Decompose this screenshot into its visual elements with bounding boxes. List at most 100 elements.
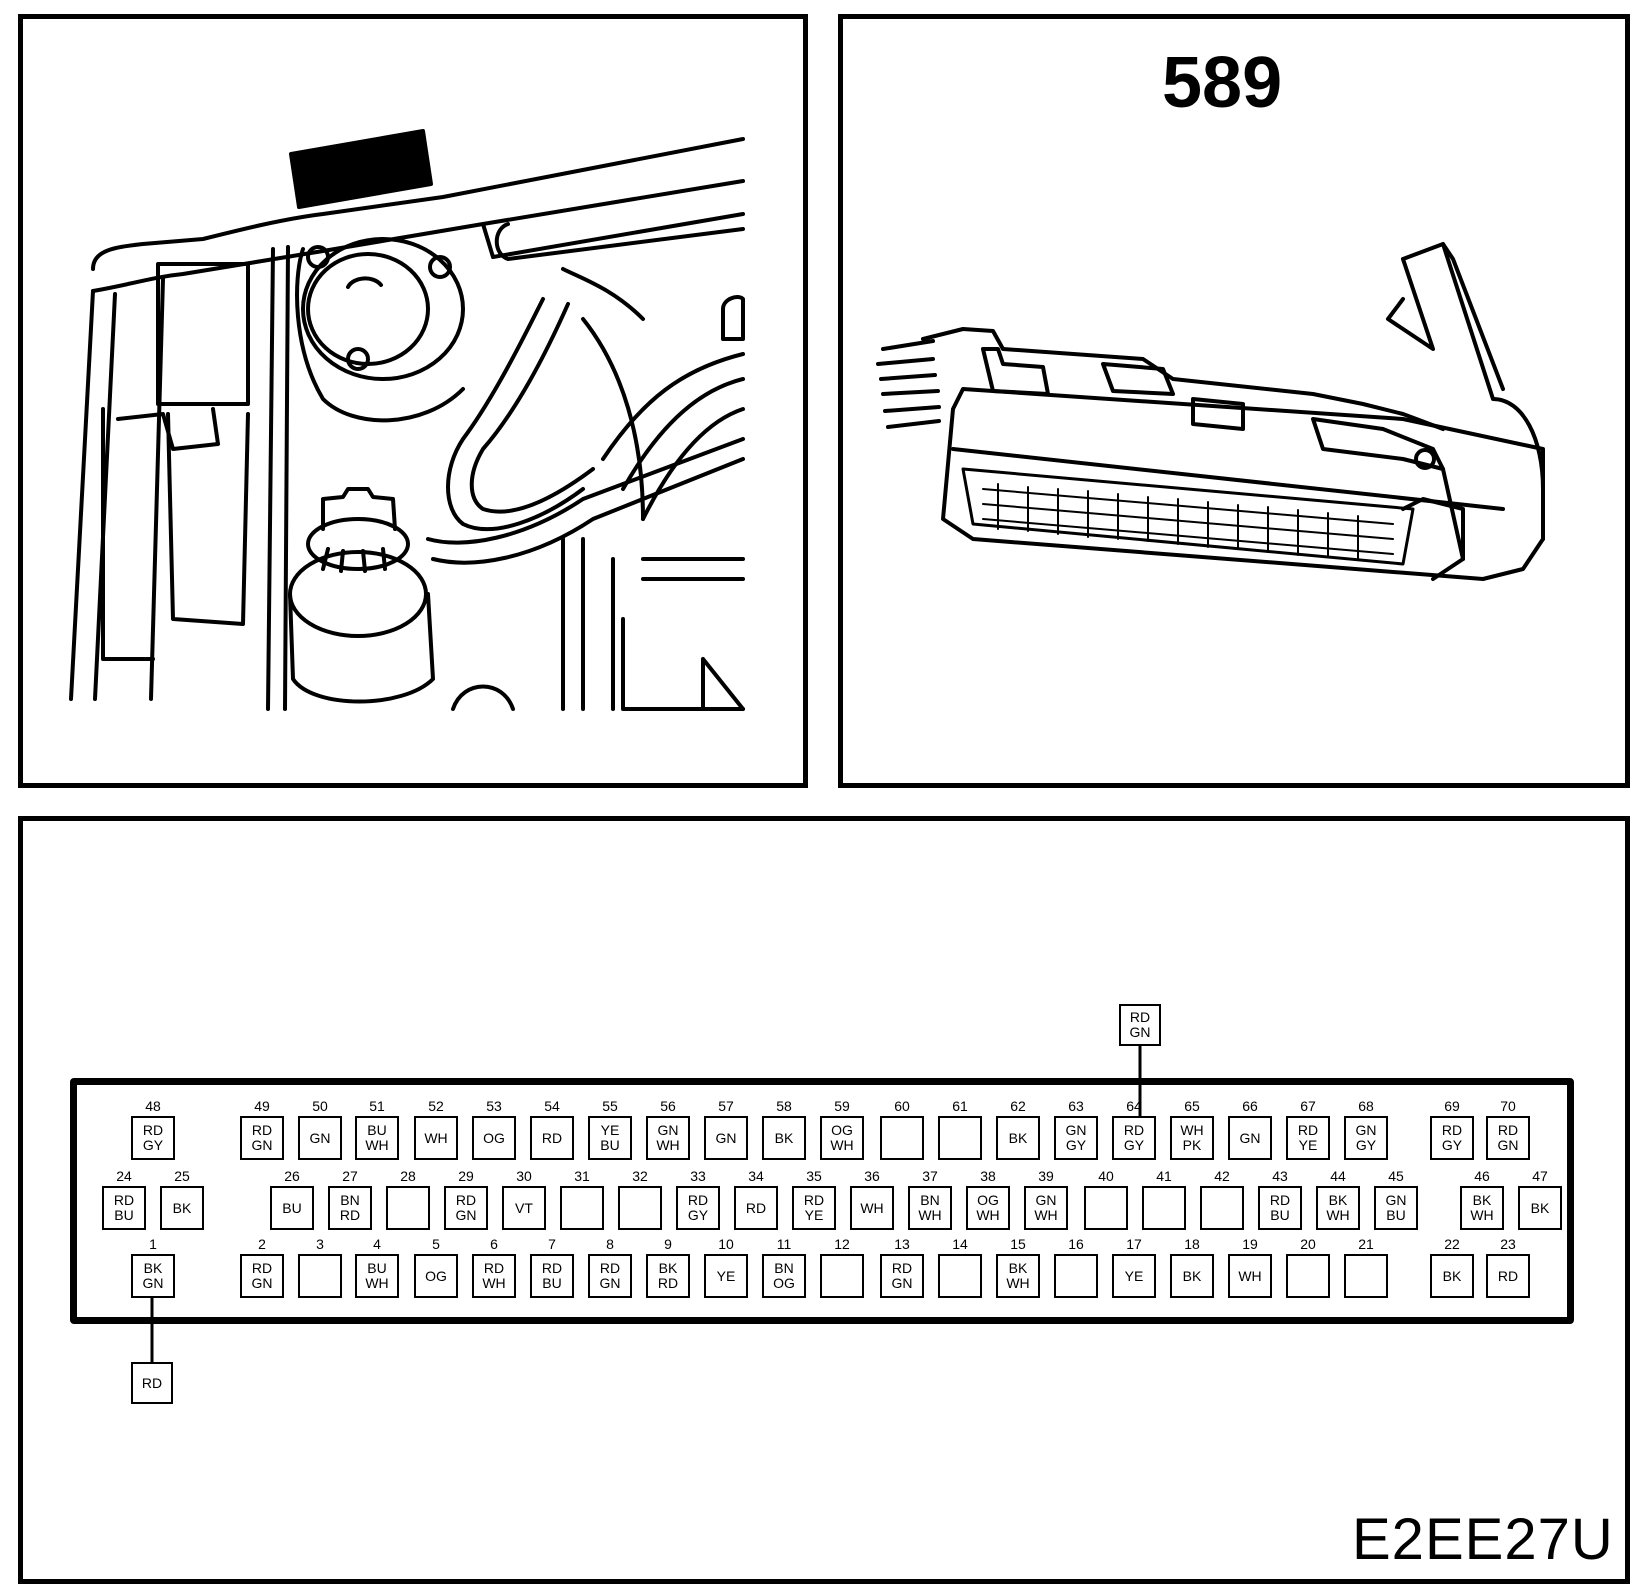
pin-43-wire-color: BU — [1270, 1207, 1290, 1223]
pin-17: YE — [1112, 1254, 1156, 1298]
pin-number-17: 17 — [1126, 1236, 1142, 1252]
pin-number-8: 8 — [606, 1236, 614, 1252]
pin-number-50: 50 — [312, 1098, 328, 1114]
pin-36: WH — [850, 1186, 894, 1230]
pin-42 — [1200, 1186, 1244, 1230]
pin-number-1: 1 — [149, 1236, 157, 1252]
pin-number-39: 39 — [1038, 1168, 1054, 1184]
pin-70-wire-color: GN — [1497, 1137, 1519, 1153]
pin-number-60: 60 — [894, 1098, 910, 1114]
pin-17-wire-color: YE — [1124, 1267, 1144, 1284]
pin-25: BK — [160, 1186, 204, 1230]
pin-64-wire-color: GY — [1123, 1137, 1145, 1153]
pin-24-wire-color: BU — [114, 1207, 134, 1223]
pin-66-wire-color: GN — [1239, 1129, 1261, 1146]
pin-4-wire-color: BU — [367, 1260, 387, 1276]
pin-5: OG — [414, 1254, 458, 1298]
pin-2-wire-color: RD — [251, 1260, 273, 1276]
pin-13-wire-color: GN — [891, 1275, 913, 1291]
pin-66: GN — [1228, 1116, 1272, 1160]
pin-number-22: 22 — [1444, 1236, 1460, 1252]
pin-number-65: 65 — [1184, 1098, 1200, 1114]
pin-3 — [298, 1254, 342, 1298]
pin-62: BK — [996, 1116, 1040, 1160]
pin-number-19: 19 — [1242, 1236, 1258, 1252]
pin-5-wire-color: OG — [425, 1267, 447, 1284]
pin-number-58: 58 — [776, 1098, 792, 1114]
pin-64-wire-color: RD — [1123, 1122, 1145, 1138]
pin-number-66: 66 — [1242, 1098, 1258, 1114]
pin-47: BK — [1518, 1186, 1562, 1230]
pin-number-24: 24 — [116, 1168, 132, 1184]
pin-number-46: 46 — [1474, 1168, 1490, 1184]
pin-15-wire-color: WH — [1006, 1275, 1030, 1291]
pin-number-31: 31 — [574, 1168, 590, 1184]
pin-9-wire-color: RD — [657, 1275, 679, 1291]
pin-69-wire-color: RD — [1441, 1122, 1463, 1138]
pin-number-35: 35 — [806, 1168, 822, 1184]
pin-21 — [1344, 1254, 1388, 1298]
pin-26: BU — [270, 1186, 314, 1230]
pin-25-wire-color: BK — [172, 1199, 192, 1216]
pin-number-38: 38 — [980, 1168, 996, 1184]
pin-33-wire-color: RD — [687, 1192, 709, 1208]
pin-4-wire-color: WH — [365, 1275, 389, 1291]
pin-58: BK — [762, 1116, 806, 1160]
pin-57-wire-color: GN — [715, 1129, 737, 1146]
pin-number-20: 20 — [1300, 1236, 1316, 1252]
pin-22: BK — [1430, 1254, 1474, 1298]
pin-18-wire-color: BK — [1182, 1267, 1202, 1284]
pin-number-67: 67 — [1300, 1098, 1316, 1114]
pin-46-wire-color: BK — [1472, 1192, 1492, 1208]
pin-52: WH — [414, 1116, 458, 1160]
pin-number-34: 34 — [748, 1168, 764, 1184]
pin-44-wire-color: BK — [1328, 1192, 1348, 1208]
pin-number-13: 13 — [894, 1236, 910, 1252]
pin-number-69: 69 — [1444, 1098, 1460, 1114]
pin-68-wire-color: GN — [1355, 1122, 1377, 1138]
engine-bay-drawing — [69, 129, 745, 711]
pin-number-53: 53 — [486, 1098, 502, 1114]
pin-46-wire-color: WH — [1470, 1207, 1494, 1223]
pin-number-11: 11 — [776, 1236, 792, 1252]
connector-number: 589 — [1162, 43, 1283, 123]
pin-36-wire-color: WH — [860, 1199, 884, 1216]
pin-56-wire-color: GN — [657, 1122, 679, 1138]
pin-56-wire-color: WH — [656, 1137, 680, 1153]
pin-number-59: 59 — [834, 1098, 850, 1114]
pin-39-wire-color: WH — [1034, 1207, 1058, 1223]
pin-48-wire-color: RD — [142, 1122, 164, 1138]
pin-50-wire-color: GN — [309, 1129, 331, 1146]
pin-number-57: 57 — [718, 1098, 734, 1114]
pin-35-wire-color: YE — [804, 1207, 824, 1223]
connector-drawing — [876, 242, 1545, 581]
pin-49-wire-color: GN — [251, 1137, 273, 1153]
pin-38-wire-color: OG — [977, 1192, 999, 1208]
pin-number-62: 62 — [1010, 1098, 1026, 1114]
pin-number-21: 21 — [1358, 1236, 1374, 1252]
pin-number-16: 16 — [1068, 1236, 1084, 1252]
pin-18: BK — [1170, 1254, 1214, 1298]
pin-63-wire-color: GN — [1065, 1122, 1087, 1138]
pin-number-2: 2 — [258, 1236, 266, 1252]
pin-35-wire-color: RD — [803, 1192, 825, 1208]
connector-outline — [70, 1078, 1574, 1324]
pin-10-wire-color: YE — [716, 1267, 736, 1284]
pin-12 — [820, 1254, 864, 1298]
